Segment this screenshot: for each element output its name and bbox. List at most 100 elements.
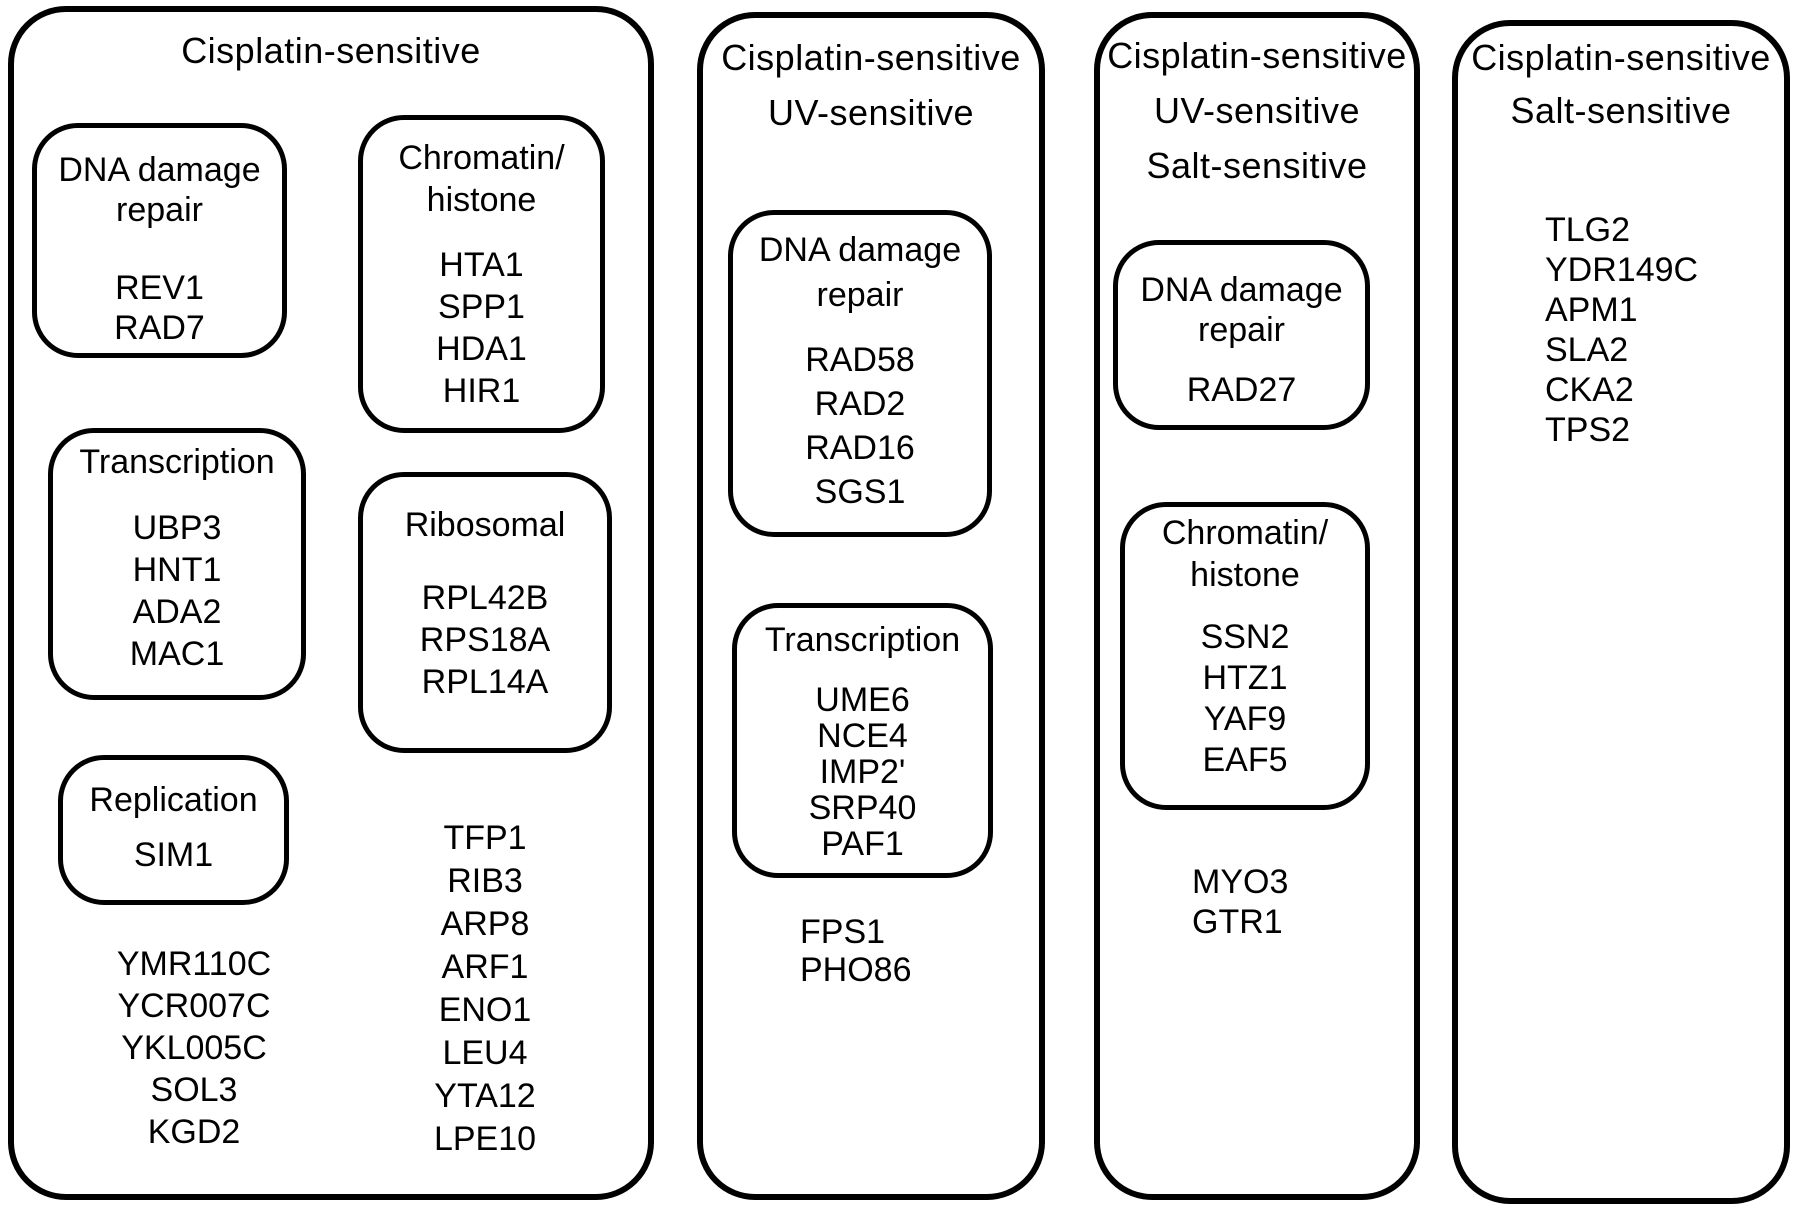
group-title-line: Replication xyxy=(89,781,258,819)
panel-title-line: Salt-sensitive xyxy=(1510,90,1732,131)
gene-name: TFP1 xyxy=(443,819,527,857)
gene-name: SLA2 xyxy=(1545,331,1629,369)
group-title-line: repair xyxy=(1198,311,1285,349)
gene-name: RAD27 xyxy=(1186,371,1297,409)
group-title: Chromatin/histone xyxy=(1125,512,1365,596)
gene-name: RPL14A xyxy=(421,663,549,701)
gene-name: YDR149C xyxy=(1545,251,1699,289)
gene-name: SSN2 xyxy=(1200,618,1290,656)
group-title-line: repair xyxy=(816,276,904,314)
gene-name: ADA2 xyxy=(132,593,222,631)
gene-name: YTA12 xyxy=(434,1077,536,1115)
gene-name: LEU4 xyxy=(442,1034,528,1072)
gene-name: FPS1 xyxy=(800,913,886,951)
gene-name: SPP1 xyxy=(438,288,525,326)
group-title: Transcription xyxy=(737,619,988,661)
gene-name: SIM1 xyxy=(133,836,214,874)
group-title-line: Ribosomal xyxy=(404,506,566,544)
gene-name: HNT1 xyxy=(132,551,222,589)
gene-name: TLG2 xyxy=(1545,211,1631,249)
gene-name: MAC1 xyxy=(129,635,225,673)
panel-title-line: Cisplatin-sensitive xyxy=(1471,37,1771,78)
group-title: Replication xyxy=(63,779,284,821)
panel-title: Cisplatin-sensitive xyxy=(14,29,648,73)
gene-name: LPE10 xyxy=(433,1120,537,1158)
gene-name: UBP3 xyxy=(132,509,222,547)
panel-title-line: UV-sensitive xyxy=(767,92,975,133)
gene-name: RAD7 xyxy=(114,309,205,347)
group-title-line: Chromatin/ xyxy=(398,139,565,177)
gene-name: YKL005C xyxy=(121,1029,267,1067)
gene-name: RPS18A xyxy=(419,621,551,659)
gene-name: SRP40 xyxy=(808,789,917,827)
gene-name: RAD2 xyxy=(814,385,906,423)
gene-name: APM1 xyxy=(1545,291,1638,329)
gene-name: HDA1 xyxy=(436,330,527,368)
group-title-line: Transcription xyxy=(764,621,961,659)
group-title-line: histone xyxy=(426,181,537,219)
gene-name: RIB3 xyxy=(447,862,523,900)
group-title-line: repair xyxy=(116,191,203,229)
gene-name: PAF1 xyxy=(821,825,904,863)
group-replication: Replication SIM1 xyxy=(58,755,289,905)
group-ribosomal: Ribosomal RPL42B RPS18A RPL14A xyxy=(358,472,612,753)
gene-name: CKA2 xyxy=(1545,371,1634,409)
gene-name: KGD2 xyxy=(147,1113,241,1151)
gene-name: GTR1 xyxy=(1192,903,1283,941)
gene-name: NCE4 xyxy=(817,717,908,755)
group-title-line: DNA damage xyxy=(758,231,962,269)
gene-list: RAD27 xyxy=(1118,370,1365,410)
group-title-line: DNA damage xyxy=(58,151,261,189)
gene-name: RPL42B xyxy=(421,579,549,617)
panel-title-line: Cisplatin-sensitive xyxy=(181,30,481,71)
gene-name: RAD16 xyxy=(805,429,915,467)
panel-title-line: Cisplatin-sensitive xyxy=(721,37,1021,78)
group-title-line: Transcription xyxy=(79,443,275,481)
gene-name: HIR1 xyxy=(442,372,521,410)
group-title-line: histone xyxy=(1190,556,1300,594)
gene-name: REV1 xyxy=(115,269,204,307)
gene-name: YCR007C xyxy=(117,987,271,1025)
gene-name: IMP2' xyxy=(819,753,906,791)
gene-name: HTA1 xyxy=(439,246,524,284)
gene-name: YMR110C xyxy=(116,945,272,983)
group-title: Transcription xyxy=(53,441,301,483)
gene-name: UME6 xyxy=(815,681,910,719)
group-title: Chromatin/histone xyxy=(363,137,600,221)
panel-title-line: Salt-sensitive xyxy=(1146,145,1368,186)
group-title: DNA damage repair xyxy=(733,228,987,318)
panel-title-line: UV-sensitive xyxy=(1153,90,1361,131)
group-title-line: DNA damage xyxy=(1140,271,1343,309)
gene-name: ENO1 xyxy=(438,991,532,1029)
group-title-line: Chromatin/ xyxy=(1161,514,1329,552)
gene-name: EAF5 xyxy=(1202,741,1288,779)
gene-name: YAF9 xyxy=(1203,700,1287,738)
gene-name: TPS2 xyxy=(1545,411,1631,449)
gene-name: SOL3 xyxy=(150,1071,238,1109)
gene-name: ARF1 xyxy=(441,948,529,986)
gene-name: SGS1 xyxy=(814,473,906,511)
